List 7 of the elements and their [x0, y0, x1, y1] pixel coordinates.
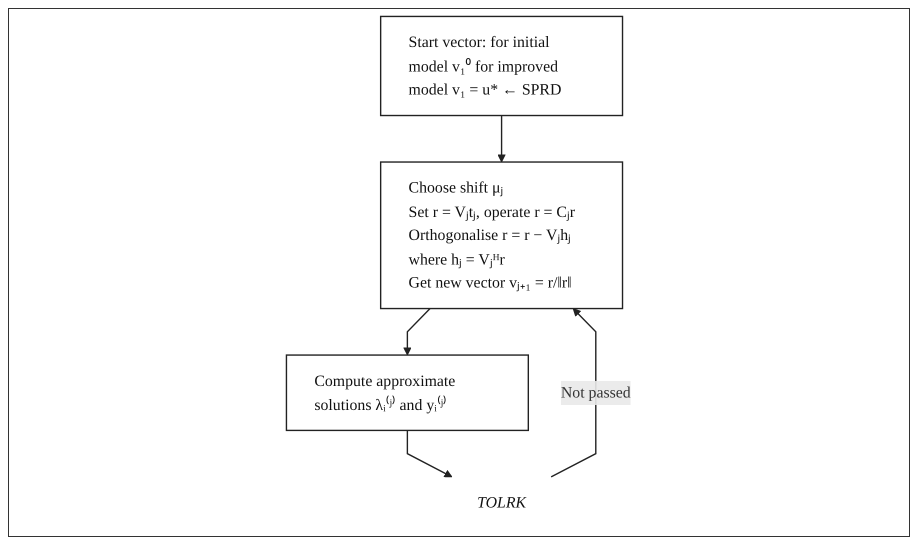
node-box — [286, 354, 530, 432]
arrow — [551, 308, 597, 478]
node-box — [380, 16, 624, 116]
node-box — [380, 161, 624, 310]
arrow — [407, 430, 453, 478]
arrow — [498, 116, 506, 162]
arrow — [404, 308, 431, 356]
